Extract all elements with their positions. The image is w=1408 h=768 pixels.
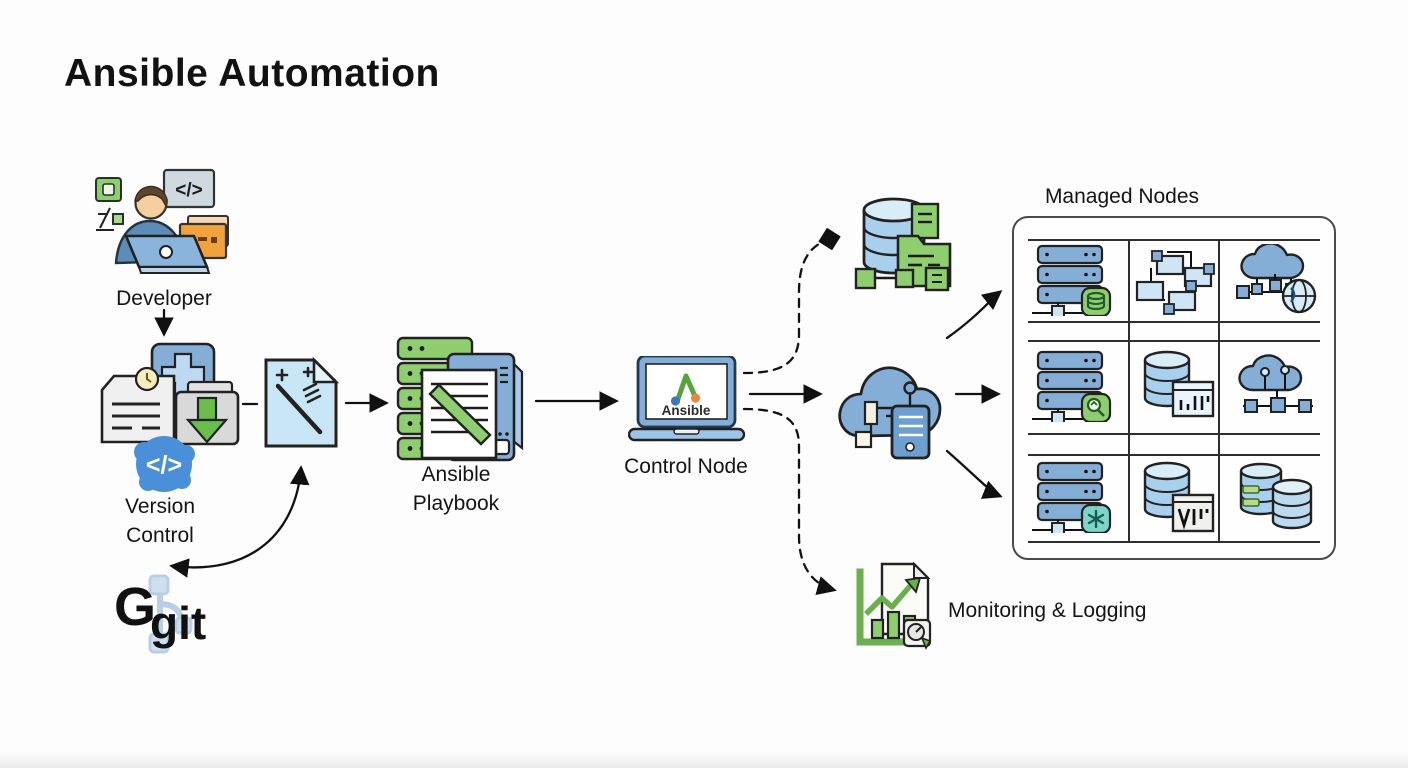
git-logo: G git [110, 574, 220, 658]
monitoring-chart-icon [856, 562, 932, 650]
download-arrow-icon [185, 396, 229, 444]
database-sync-icon [854, 197, 952, 292]
control-node-label: Control Node [624, 455, 748, 478]
cell-icon-database-logs [1143, 461, 1215, 533]
globe-icon [1281, 278, 1317, 314]
git-branch-icon [148, 574, 193, 654]
cell-icon-server-stack-database [1032, 244, 1112, 316]
code-badge-glyph: </> [175, 180, 202, 201]
gauge-badge-icon [902, 618, 932, 650]
diff-file-icon [264, 356, 340, 448]
commit-document-icon [100, 374, 176, 444]
playbook-label: Ansible Playbook [412, 463, 500, 516]
developer-label: Developer [116, 287, 212, 310]
cloud-server-icon [890, 404, 931, 460]
grid-line [1028, 433, 1320, 435]
arrow-control-to-database-dashed [742, 227, 841, 375]
grid-line [1028, 340, 1320, 342]
page-title: Ansible Automation [64, 52, 440, 95]
code-blob-icon: </> [134, 436, 195, 492]
grid-line [1028, 321, 1320, 323]
grid-line [1028, 541, 1320, 543]
managed-nodes-title: Managed Nodes [1044, 185, 1200, 208]
clock-icon [134, 366, 160, 392]
green-file-small-icon [910, 202, 940, 240]
cloud-infra-icon [838, 366, 942, 460]
node-links-icon [854, 266, 950, 292]
laptop-icon [124, 234, 211, 274]
grid-line [1028, 239, 1320, 241]
arrow-cloud-to-nodes-top [945, 290, 1003, 340]
ansible-logo [670, 373, 701, 406]
developer-at-laptop-icon: </> [95, 168, 229, 274]
cell-icon-server-stack-search [1032, 350, 1112, 422]
playbook-page-icon [420, 368, 498, 460]
download-folder-icon [174, 380, 240, 446]
grid-line [1218, 239, 1220, 543]
git-letter: G [114, 577, 157, 637]
cell-icon-database-metrics [1143, 350, 1215, 418]
monitoring-label: Monitoring & Logging [948, 599, 1147, 622]
managed-nodes-box [1012, 216, 1336, 560]
git-wordmark: git [150, 597, 207, 649]
arrow-cloud-to-nodes-bottom [945, 449, 1003, 499]
trend-arrow [864, 576, 922, 616]
code-badge-icon: </> [162, 168, 216, 209]
puzzle-icon [95, 177, 122, 202]
chart-axis [856, 568, 928, 646]
cell-icon-workflow-network [1135, 250, 1215, 315]
cell-icon-cloud-network-globe [1236, 244, 1317, 314]
ansible-playbook-icon [396, 336, 524, 462]
arrow-control-to-monitoring-dashed [742, 407, 837, 596]
code-blob-glyph: </> [146, 451, 182, 479]
cloud-glass-icon [863, 400, 879, 434]
bottom-shade [0, 752, 1408, 768]
version-control-label: Version Control [124, 495, 196, 548]
arrow-diff-to-git-curve [169, 465, 310, 578]
db-front [1271, 478, 1313, 530]
cell-icon-database-replication [1239, 462, 1313, 530]
ansible-screen-label: Ansible [662, 403, 711, 418]
cell-icon-cloud-nodes [1238, 354, 1313, 413]
control-node-laptop-icon: Ansible [628, 356, 746, 442]
script-doodle-icon [96, 207, 124, 231]
version-control-icon: </> [100, 342, 240, 492]
grid-line [1028, 454, 1320, 456]
grid-line [1128, 239, 1130, 543]
cell-icon-server-stack-config [1032, 461, 1112, 533]
